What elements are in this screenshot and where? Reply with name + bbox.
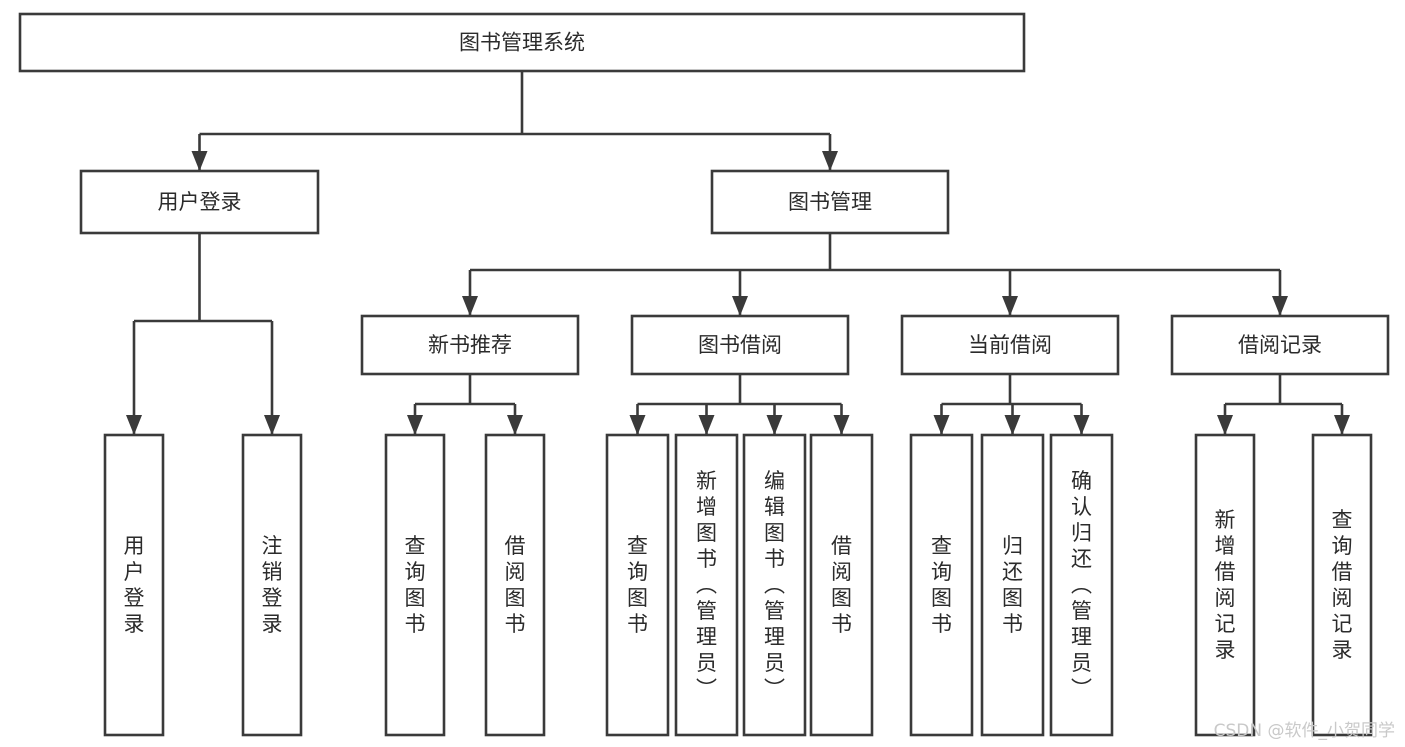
node-leaf-query-book-1[interactable]: 查询图书 xyxy=(384,433,446,737)
connector-group-current-borrow xyxy=(933,374,1090,435)
node-box-leaf-add-book xyxy=(674,433,739,737)
node-label-book-manage: 图书管理 xyxy=(788,190,872,214)
nodes-layer: 图书管理系统用户登录图书管理新书推荐图书借阅当前借阅借阅记录用户登录注销登录查询… xyxy=(18,12,1390,737)
node-box-current-borrow xyxy=(900,314,1120,376)
node-leaf-add-record[interactable]: 新增借阅记录 xyxy=(1194,433,1256,737)
node-label-leaf-query-record: 查询借阅记录 xyxy=(1332,508,1353,662)
node-box-leaf-return-book xyxy=(980,433,1045,737)
node-leaf-edit-book[interactable]: 编辑图书︵管理员︶ xyxy=(742,433,807,737)
connector-group-new-book-rec xyxy=(407,374,523,435)
node-box-leaf-confirm-return xyxy=(1049,433,1114,737)
node-box-leaf-borrow-book-1 xyxy=(484,433,546,737)
connector-group-borrow-record xyxy=(1217,374,1350,435)
node-box-leaf-edit-book xyxy=(742,433,807,737)
node-box-leaf-user-login xyxy=(103,433,165,737)
connector-group-user-login xyxy=(126,233,280,435)
node-box-leaf-add-record xyxy=(1194,433,1256,737)
arrow-head-icon xyxy=(766,415,783,435)
node-box-leaf-query-record xyxy=(1311,433,1373,737)
node-label-book-borrow: 图书借阅 xyxy=(698,333,782,357)
node-leaf-logout[interactable]: 注销登录 xyxy=(241,433,303,737)
node-box-root xyxy=(18,12,1026,73)
node-new-book-rec[interactable]: 新书推荐 xyxy=(360,314,580,376)
arrow-head-icon xyxy=(462,296,478,316)
arrow-head-icon xyxy=(1272,296,1288,316)
node-label-leaf-query-book-2: 查询图书 xyxy=(627,534,648,636)
node-label-leaf-logout: 注销登录 xyxy=(262,534,283,636)
arrow-head-icon xyxy=(1334,415,1350,435)
node-label-leaf-add-book: 新增图书︵管理员︶ xyxy=(696,469,717,701)
arrow-head-icon xyxy=(126,415,142,435)
arrow-head-icon xyxy=(629,415,646,435)
node-label-new-book-rec: 新书推荐 xyxy=(428,333,512,357)
node-box-book-borrow xyxy=(630,314,850,376)
node-leaf-query-book-2[interactable]: 查询图书 xyxy=(605,433,670,737)
node-label-leaf-confirm-return: 确认归还︵管理员︶ xyxy=(1071,469,1092,701)
connectors-layer xyxy=(126,71,1350,435)
node-label-leaf-edit-book: 编辑图书︵管理员︶ xyxy=(764,469,785,701)
node-leaf-borrow-book-1[interactable]: 借阅图书 xyxy=(484,433,546,737)
arrow-head-icon xyxy=(1002,296,1018,316)
node-user-login[interactable]: 用户登录 xyxy=(79,169,320,235)
node-label-leaf-query-book-1: 查询图书 xyxy=(405,534,426,636)
node-label-current-borrow: 当前借阅 xyxy=(968,333,1052,357)
arrow-head-icon xyxy=(933,415,950,435)
arrow-head-icon xyxy=(1073,415,1090,435)
node-root[interactable]: 图书管理系统 xyxy=(18,12,1026,73)
node-box-leaf-logout xyxy=(241,433,303,737)
arrow-head-icon xyxy=(833,415,850,435)
node-label-leaf-borrow-book-2: 借阅图书 xyxy=(831,534,852,636)
connector-group-book-manage xyxy=(462,233,1288,316)
node-box-leaf-query-book-2 xyxy=(605,433,670,737)
node-box-borrow-record xyxy=(1170,314,1390,376)
node-label-borrow-record: 借阅记录 xyxy=(1238,333,1322,357)
node-box-leaf-query-book-1 xyxy=(384,433,446,737)
arrow-head-icon xyxy=(191,151,208,171)
node-current-borrow[interactable]: 当前借阅 xyxy=(900,314,1120,376)
arrow-head-icon xyxy=(822,151,838,171)
node-label-leaf-return-book: 归还图书 xyxy=(1002,534,1023,636)
node-leaf-confirm-return[interactable]: 确认归还︵管理员︶ xyxy=(1049,433,1114,737)
node-box-book-manage xyxy=(710,169,950,235)
node-label-leaf-user-login: 用户登录 xyxy=(124,534,145,636)
node-label-leaf-query-book-3: 查询图书 xyxy=(931,534,952,636)
node-box-leaf-query-book-3 xyxy=(909,433,974,737)
node-box-leaf-borrow-book-2 xyxy=(809,433,874,737)
node-label-leaf-borrow-book-1: 借阅图书 xyxy=(505,534,526,636)
node-leaf-query-record[interactable]: 查询借阅记录 xyxy=(1311,433,1373,737)
arrow-head-icon xyxy=(1217,415,1233,435)
arrow-head-icon xyxy=(407,415,423,435)
node-box-user-login xyxy=(79,169,320,235)
node-box-new-book-rec xyxy=(360,314,580,376)
node-label-user-login: 用户登录 xyxy=(158,190,242,214)
node-leaf-add-book[interactable]: 新增图书︵管理员︶ xyxy=(674,433,739,737)
arrow-head-icon xyxy=(264,415,280,435)
node-leaf-borrow-book-2[interactable]: 借阅图书 xyxy=(809,433,874,737)
node-label-root: 图书管理系统 xyxy=(459,31,585,55)
node-borrow-record[interactable]: 借阅记录 xyxy=(1170,314,1390,376)
connector-group-book-borrow xyxy=(629,374,850,435)
node-leaf-user-login[interactable]: 用户登录 xyxy=(103,433,165,737)
node-leaf-return-book[interactable]: 归还图书 xyxy=(980,433,1045,737)
connector-group-root xyxy=(191,71,838,171)
node-label-leaf-add-record: 新增借阅记录 xyxy=(1215,508,1236,662)
node-book-manage[interactable]: 图书管理 xyxy=(710,169,950,235)
arrow-head-icon xyxy=(732,296,748,316)
arrow-head-icon xyxy=(698,415,715,435)
arrow-head-icon xyxy=(1004,415,1021,435)
arrow-head-icon xyxy=(507,415,523,435)
node-leaf-query-book-3[interactable]: 查询图书 xyxy=(909,433,974,737)
node-book-borrow[interactable]: 图书借阅 xyxy=(630,314,850,376)
